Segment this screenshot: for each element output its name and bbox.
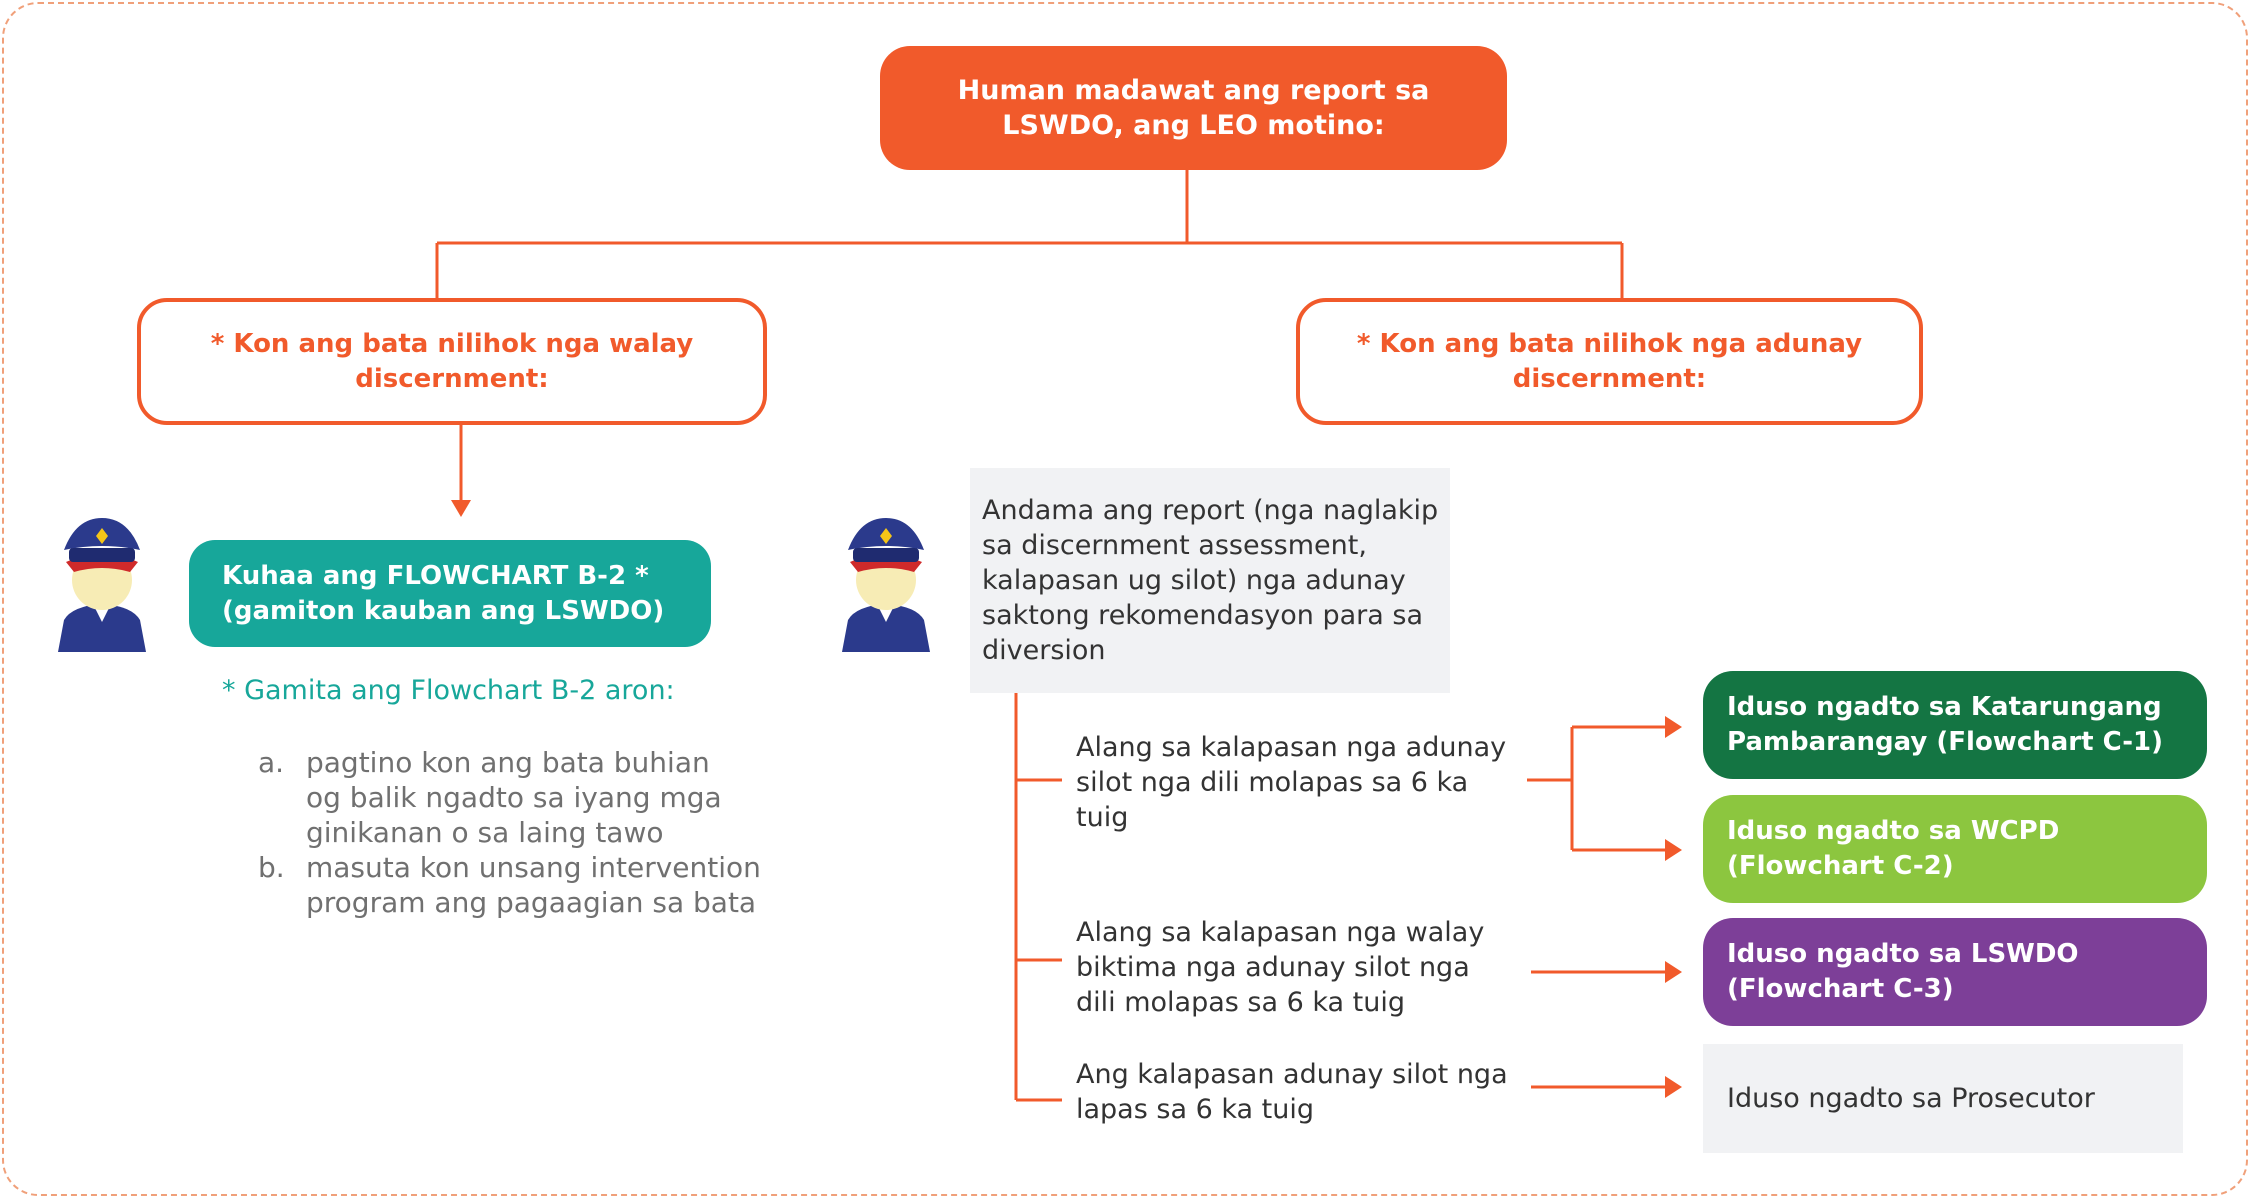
report-line: Andama ang report (nga naglakip: [982, 495, 1439, 526]
condition-up-to-6-years: Alang sa kalapasan nga adunay silot nga …: [1076, 730, 1536, 835]
report-node: Andama ang report (nga naglakip sa disce…: [970, 468, 1450, 693]
list-item-line: og balik ngadto sa iyang mga: [306, 781, 722, 814]
dest-text-1: Iduso ngadto sa Katarungang: [1727, 692, 2162, 722]
report-line: saktong rekomendasyon para sa: [982, 600, 1423, 631]
report-line: diversion: [982, 635, 1106, 666]
list-item: a. pagtino kon ang bata buhian og balik …: [258, 745, 798, 850]
condition-line: Ang kalapasan adunay silot nga: [1076, 1059, 1508, 1090]
with-discernment-title-1: * Kon ang bata nilihok nga adunay: [1356, 328, 1863, 359]
with-discernment-title-2: discernment:: [1512, 363, 1707, 394]
condition-line: silot nga dili molapas sa 6 ka: [1076, 767, 1469, 798]
report-line: sa discernment assessment,: [982, 530, 1367, 561]
no-discernment-title-1: * Kon ang bata nilihok nga walay: [210, 328, 694, 359]
flowchart-b2-text-2: (gamiton kauban ang LSWDO): [222, 595, 665, 626]
dest-text-2: (Flowchart C-2): [1727, 851, 1954, 881]
no-discernment-node: * Kon ang bata nilihok nga walay discernm…: [137, 298, 767, 425]
dest-text-1: Iduso ngadto sa Prosecutor: [1727, 1083, 2095, 1114]
dest-text-1: Iduso ngadto sa LSWDO: [1727, 939, 2079, 969]
condition-line: dili molapas sa 6 ka tuig: [1076, 987, 1406, 1018]
dest-text-2: (Flowchart C-3): [1727, 974, 1954, 1004]
condition-line: lapas sa 6 ka tuig: [1076, 1094, 1314, 1125]
dest-text-1: Iduso ngadto sa WCPD: [1727, 816, 2060, 846]
dest-katarungang-pambarangay: Iduso ngadto sa Katarungang Pambarangay …: [1703, 671, 2207, 779]
condition-victimless: Alang sa kalapasan nga walay biktima nga…: [1076, 915, 1536, 1020]
list-item: b. masuta kon unsang intervention progra…: [258, 850, 798, 920]
condition-line: Alang sa kalapasan nga adunay: [1076, 732, 1507, 763]
report-line: kalapasan ug silot) nga adunay: [982, 565, 1406, 596]
start-node: Human madawat ang report sa LSWDO, ang LE…: [880, 46, 1507, 170]
list-item-line: pagtino kon ang bata buhian: [306, 746, 710, 779]
list-marker: a.: [258, 746, 285, 779]
condition-line: tuig: [1076, 802, 1129, 833]
condition-over-6-years: Ang kalapasan adunay silot nga lapas sa …: [1076, 1057, 1536, 1127]
dest-text-2: Pambarangay (Flowchart C-1): [1727, 727, 2164, 757]
dest-lswdo: Iduso ngadto sa LSWDO (Flowchart C-3): [1703, 918, 2207, 1026]
flowchart-b2-text-1: Kuhaa ang FLOWCHART B-2 *: [222, 560, 649, 591]
with-discernment-node: * Kon ang bata nilihok nga adunay discern…: [1296, 298, 1923, 425]
list-item-line: ginikanan o sa laing tawo: [306, 816, 664, 849]
list-item-line: masuta kon unsang intervention: [306, 851, 761, 884]
purpose-list: a. pagtino kon ang bata buhian og balik …: [258, 745, 798, 920]
flowchart-b2-note: * Gamita ang Flowchart B-2 aron:: [222, 675, 675, 706]
police-officer-icon: [842, 518, 930, 652]
start-text-1: Human madawat ang report sa: [957, 75, 1430, 106]
no-discernment-title-2: discernment:: [355, 363, 549, 394]
condition-line: Alang sa kalapasan nga walay: [1076, 917, 1485, 948]
list-marker: b.: [258, 851, 285, 884]
police-officer-icon: [58, 518, 146, 652]
dest-wcpd: Iduso ngadto sa WCPD (Flowchart C-2): [1703, 795, 2207, 903]
flowchart-b2-node: Kuhaa ang FLOWCHART B-2 * (gamiton kauba…: [189, 540, 711, 647]
dest-prosecutor: Iduso ngadto sa Prosecutor: [1703, 1044, 2183, 1153]
list-item-line: program ang pagaagian sa bata: [306, 886, 757, 919]
start-text-2: LSWDO, ang LEO motino:: [1002, 110, 1385, 141]
condition-line: biktima nga adunay silot nga: [1076, 952, 1470, 983]
